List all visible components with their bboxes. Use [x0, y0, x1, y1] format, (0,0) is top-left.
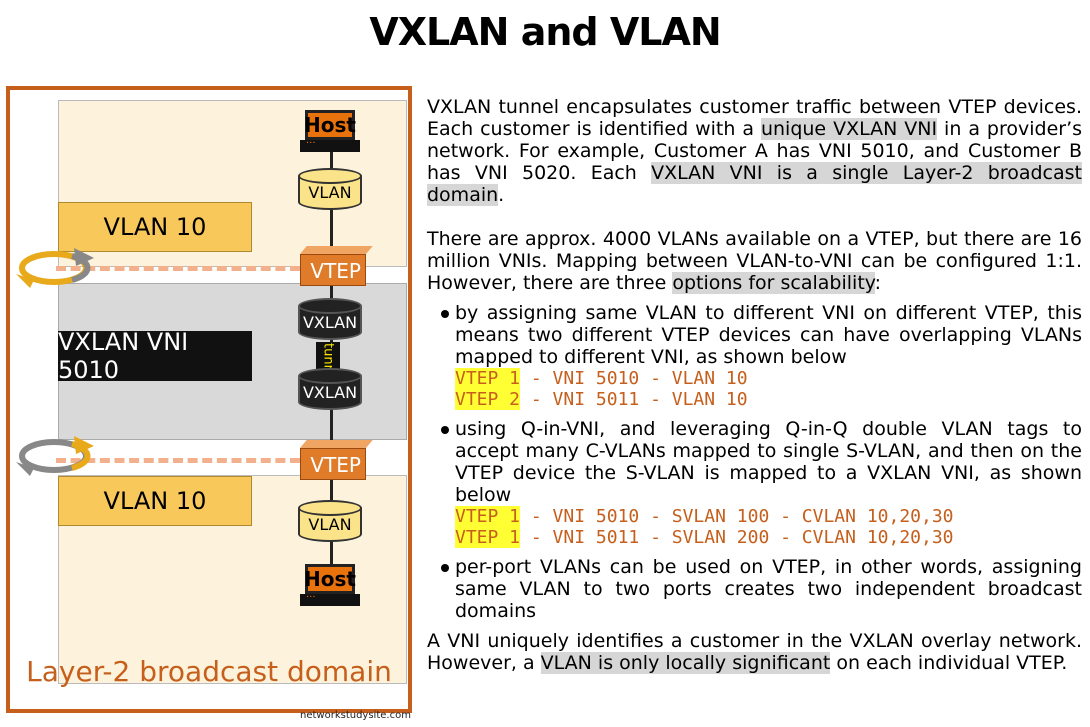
vlan-cylinder-bottom-icon: VLAN: [298, 500, 362, 546]
vni-label: VXLAN VNI 5010: [58, 328, 252, 384]
page-title: VXLAN and VLAN: [369, 10, 721, 54]
code-example: VTEP 1 - VNI 5010 - VLAN 10 VTEP 2 - VNI…: [455, 368, 748, 410]
vxlan-cylinder-bottom-icon: VXLAN: [298, 368, 362, 414]
vxlan-cylinder-top-icon: VXLAN: [298, 298, 362, 344]
list-item: per-port VLANs can be used on VTEP, in o…: [441, 556, 1082, 622]
list-item: using Q-in-VNI, and leveraging Q-in-Q do…: [441, 418, 1082, 548]
explanation-text: VXLAN tunnel encapsulates customer traff…: [427, 96, 1082, 696]
scalability-options-list: by assigning same VLAN to different VNI …: [427, 302, 1082, 622]
paragraph-2: There are approx. 4000 VLANs available o…: [427, 228, 1082, 294]
paragraph-1: VXLAN tunnel encapsulates customer traff…: [427, 96, 1083, 206]
host-bottom-icon: Host ···: [300, 564, 360, 610]
loop-arrows-bottom-icon: [16, 436, 94, 476]
vtep-top-icon: VTEP: [300, 254, 366, 286]
vlan-label-top: VLAN 10: [58, 202, 252, 252]
vxlan-diagram: VLAN 10 VLAN 10 VXLAN VNI 5010 Host ··· …: [0, 80, 420, 727]
vlan-label-bottom: VLAN 10: [58, 476, 252, 526]
loop-arrows-top-icon: [16, 248, 94, 288]
vtep-bottom-icon: VTEP: [300, 448, 366, 480]
broadcast-domain-frame: [6, 86, 412, 713]
paragraph-3: A VNI uniquely identifies a customer in …: [427, 630, 1082, 674]
site-credit: networkstudysite.com: [300, 710, 411, 721]
list-item: by assigning same VLAN to different VNI …: [441, 302, 1082, 410]
dashed-link-top: [56, 266, 300, 271]
code-example: VTEP 1 - VNI 5010 - SVLAN 100 - CVLAN 10…: [455, 506, 954, 548]
vlan-cylinder-top-icon: VLAN: [298, 168, 362, 214]
broadcast-domain-caption: Layer-2 broadcast domain: [26, 655, 392, 688]
dashed-link-bottom: [56, 458, 300, 463]
host-top-icon: Host ···: [300, 110, 360, 156]
